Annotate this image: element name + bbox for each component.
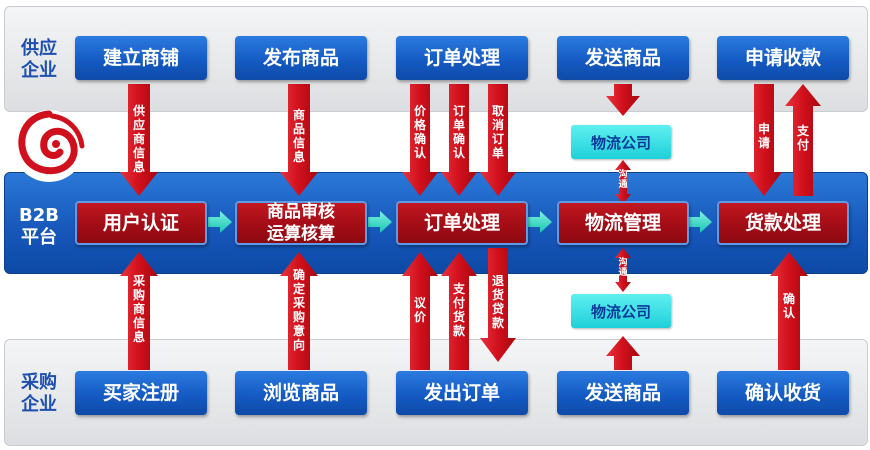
label-communicate-top: 沟通	[618, 170, 628, 190]
label-supplier-info: 供应商信息	[132, 104, 145, 174]
label-negotiate: 议价	[413, 296, 426, 324]
platform-box-logistics[interactable]: 物流管理	[557, 201, 689, 245]
supplier-row-label: 供应 企业	[21, 38, 57, 81]
buyer-row-label: 采购 企业	[21, 372, 57, 415]
platform-box-payment[interactable]: 货款处理	[717, 201, 849, 245]
buyer-box-confirm-receipt[interactable]: 确认收货	[717, 371, 849, 415]
label-apply: 申请	[757, 122, 770, 150]
label-confirm: 确认	[782, 292, 795, 320]
label-refund: 退货贷款	[491, 274, 504, 330]
supplier-box-ship-goods[interactable]: 发送商品	[557, 36, 689, 80]
buyer-box-ship-goods[interactable]: 发送商品	[557, 371, 689, 415]
supplier-box-open-store[interactable]: 建立商铺	[75, 36, 207, 80]
logistics-company-bottom[interactable]: 物流公司	[571, 294, 671, 328]
label-purchase-intent: 确定采购意向	[292, 268, 305, 352]
platform-box-order-process[interactable]: 订单处理	[396, 201, 528, 245]
platform-row-label: B2B 平台	[19, 205, 59, 248]
platform-box-product-review[interactable]: 商品审核 运算核算	[235, 201, 367, 245]
label-buyer-info: 采购商信息	[132, 274, 145, 344]
platform-box-user-auth[interactable]: 用户认证	[75, 201, 207, 245]
label-pay: 支付货款	[452, 282, 465, 338]
buyer-box-place-order[interactable]: 发出订单	[396, 371, 528, 415]
supplier-box-publish-product[interactable]: 发布商品	[235, 36, 367, 80]
supplier-box-order-process[interactable]: 订单处理	[396, 36, 528, 80]
label-payment: 支付	[796, 124, 809, 152]
label-price-confirm: 价格确认	[413, 104, 426, 160]
company-logo	[4, 106, 94, 186]
label-cancel-order: 取消订单	[491, 104, 504, 160]
label-communicate-bottom: 沟通	[618, 258, 628, 278]
supplier-box-request-payment[interactable]: 申请收款	[717, 36, 849, 80]
label-order-confirm: 订单确认	[452, 104, 465, 160]
logistics-company-top[interactable]: 物流公司	[571, 125, 671, 159]
buyer-box-browse[interactable]: 浏览商品	[235, 371, 367, 415]
label-product-info: 商品信息	[292, 108, 305, 164]
buyer-box-register[interactable]: 买家注册	[75, 371, 207, 415]
